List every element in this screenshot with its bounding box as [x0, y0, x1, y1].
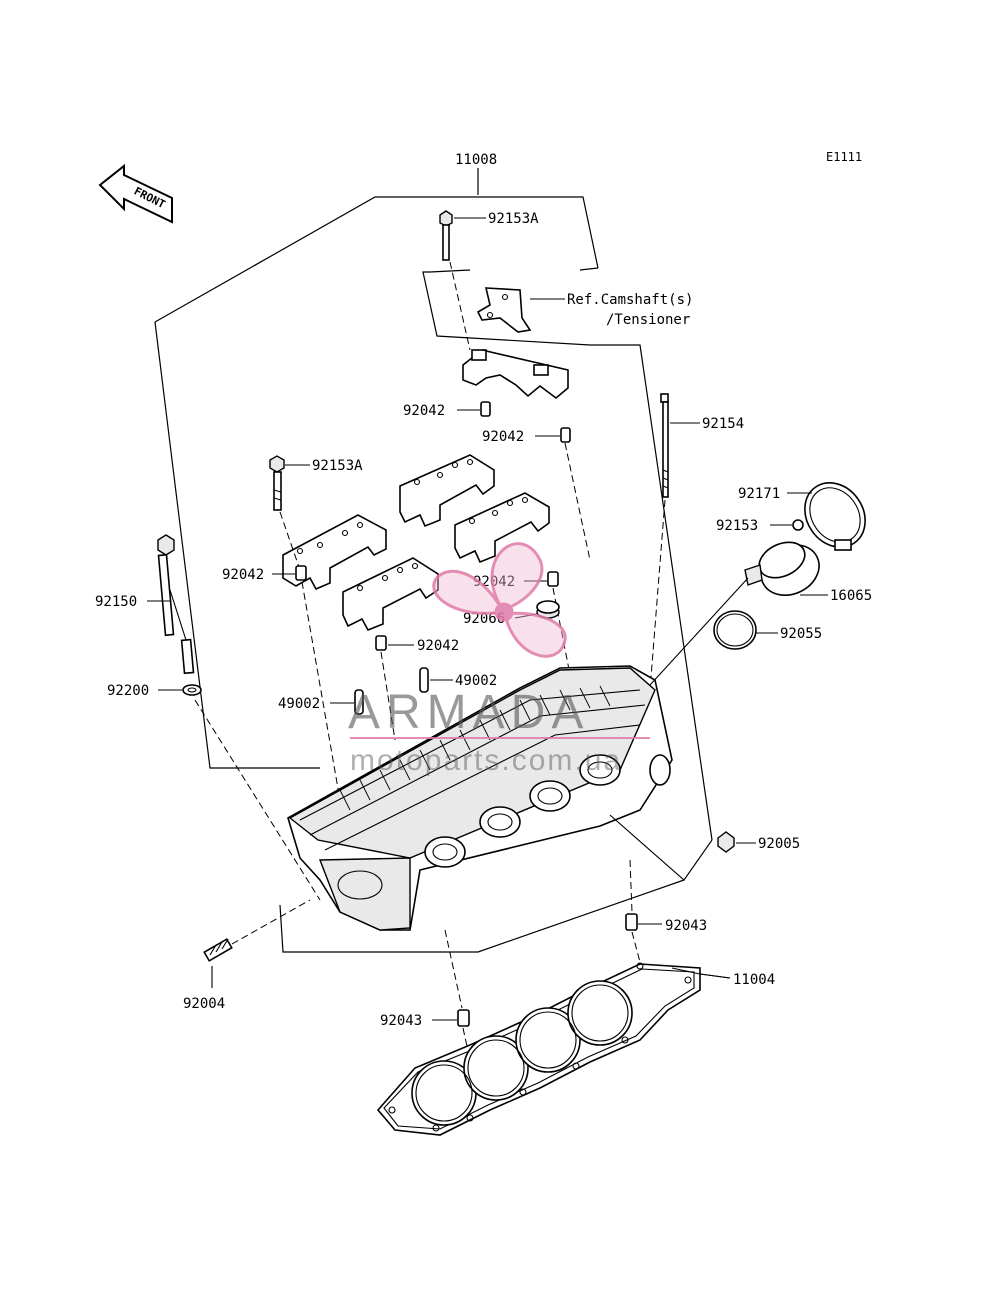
stud-92004 — [203, 938, 233, 962]
label-92042-b: 92042 — [482, 429, 524, 445]
dowel-92043-right — [625, 913, 638, 931]
cam-cap-3 — [454, 492, 550, 564]
watermark-site: motoparts.com.ua — [350, 744, 622, 777]
label-92042-e: 92042 — [417, 638, 459, 654]
watermark-brand: ARMADA — [348, 686, 589, 739]
cam-cap-2 — [399, 454, 495, 528]
bolt-92153a-top — [439, 210, 453, 261]
washer-92200 — [182, 684, 202, 696]
label-92200: 92200 — [107, 683, 149, 699]
assembly-frame-outline — [154, 196, 599, 323]
watermark-propeller-icon — [432, 542, 567, 658]
bolt-92150 — [157, 534, 195, 675]
head-gasket-11004 — [376, 962, 701, 1136]
label-92153: 92153 — [716, 518, 758, 534]
dowel-92042-d — [547, 571, 559, 587]
label-49002-left: 49002 — [278, 696, 320, 712]
cam-cap-top — [462, 349, 569, 400]
label-92153a-left: 92153A — [312, 458, 363, 474]
pin-49002-right — [419, 667, 429, 693]
bolt-92153a-left — [269, 455, 285, 511]
screw-92153 — [792, 519, 804, 531]
dowel-92042-c — [295, 565, 307, 581]
label-92042-c: 92042 — [222, 567, 264, 583]
label-ref-camshaft: Ref.Camshaft(s) — [567, 292, 693, 308]
o-ring-92055 — [713, 610, 757, 650]
dowel-92042-b — [560, 427, 571, 443]
camshaft-guide-bracket — [476, 287, 532, 333]
label-92154: 92154 — [702, 416, 744, 432]
label-92043-left: 92043 — [380, 1013, 422, 1029]
cam-cap-1 — [282, 514, 387, 591]
label-16065: 16065 — [830, 588, 872, 604]
cylinder-head — [287, 665, 673, 931]
label-49002-right: 49002 — [455, 673, 497, 689]
cam-cap-4 — [342, 557, 439, 632]
label-92150: 92150 — [95, 594, 137, 610]
plug-92066 — [536, 600, 560, 619]
label-92004: 92004 — [183, 996, 225, 1012]
dowel-92042-a — [480, 401, 491, 417]
label-92171: 92171 — [738, 486, 780, 502]
label-92043-right: 92043 — [665, 918, 707, 934]
label-92066: 92066 — [463, 611, 505, 627]
watermark: ARMADA motoparts.com.ua — [348, 542, 650, 777]
label-92042-a: 92042 — [403, 403, 445, 419]
label-11008: 11008 — [455, 152, 497, 168]
intake-boot-16065 — [744, 541, 820, 596]
dowel-92042-e — [375, 635, 387, 651]
label-11004: 11004 — [733, 972, 775, 988]
front-arrow-icon: FRONT — [98, 163, 173, 224]
clamp-92171 — [804, 482, 866, 551]
diagram-code: E1111 — [826, 150, 862, 164]
label-92055: 92055 — [780, 626, 822, 642]
label-ref-tensioner: /Tensioner — [606, 312, 690, 328]
label-92005: 92005 — [758, 836, 800, 852]
dowel-92043-left — [457, 1009, 470, 1027]
stud-bolt-92154 — [660, 393, 669, 498]
label-92153a-top: 92153A — [488, 211, 539, 227]
plug-92005 — [717, 831, 735, 853]
pin-49002-left — [354, 689, 364, 715]
